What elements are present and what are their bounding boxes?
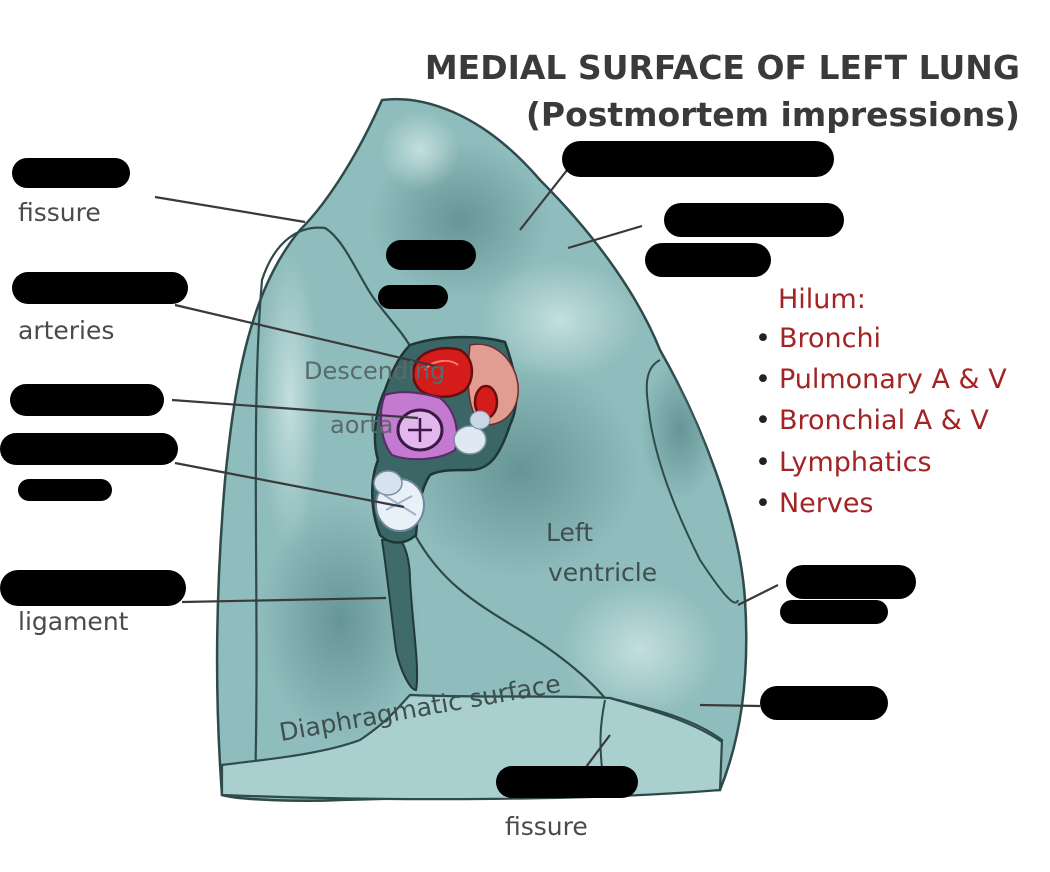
pulmonary-ligament [380, 539, 419, 692]
hilum-item: •Bronchial A & V [755, 405, 989, 436]
redaction-bar [562, 141, 834, 177]
redaction-bar [496, 766, 638, 798]
redaction-bar [786, 565, 916, 599]
hilum-heading: Hilum: [778, 284, 866, 315]
label-descending: Descending [304, 357, 445, 386]
redaction-bar [780, 600, 888, 624]
redaction-bar [12, 272, 188, 304]
redaction-bar [378, 285, 448, 309]
label-pulmonary-arteries: arteries [18, 316, 115, 345]
label-left-ventricle-line2: ventricle [548, 558, 658, 587]
redaction-bar [386, 240, 476, 270]
redaction-bar [10, 384, 164, 416]
hilum-item: •Nerves [755, 488, 874, 519]
redaction-bar [760, 686, 888, 720]
diagram-title: MEDIAL SURFACE OF LEFT LUNG [424, 48, 1020, 87]
redaction-bar [0, 570, 186, 606]
diagram-subtitle: (Postmortem impressions) [525, 95, 1020, 134]
hilum-item: •Pulmonary A & V [755, 364, 1007, 395]
redaction-bar [18, 479, 112, 501]
redaction-bar [0, 433, 178, 465]
label-pulmonary-ligament: ligament [18, 607, 129, 636]
redaction-bar [645, 243, 771, 277]
redaction-bar [12, 158, 130, 188]
label-left-ventricle-line1: Left [546, 518, 594, 547]
label-oblique-fissure-top: fissure [18, 198, 101, 227]
redaction-bar [664, 203, 844, 237]
label-oblique-fissure-bottom: fissure [505, 812, 588, 841]
hilum-item: •Bronchi [755, 323, 882, 354]
pulmonary-artery-main [411, 346, 474, 398]
hilum-item: •Lymphatics [755, 447, 932, 478]
label-aorta: aorta [330, 411, 393, 440]
